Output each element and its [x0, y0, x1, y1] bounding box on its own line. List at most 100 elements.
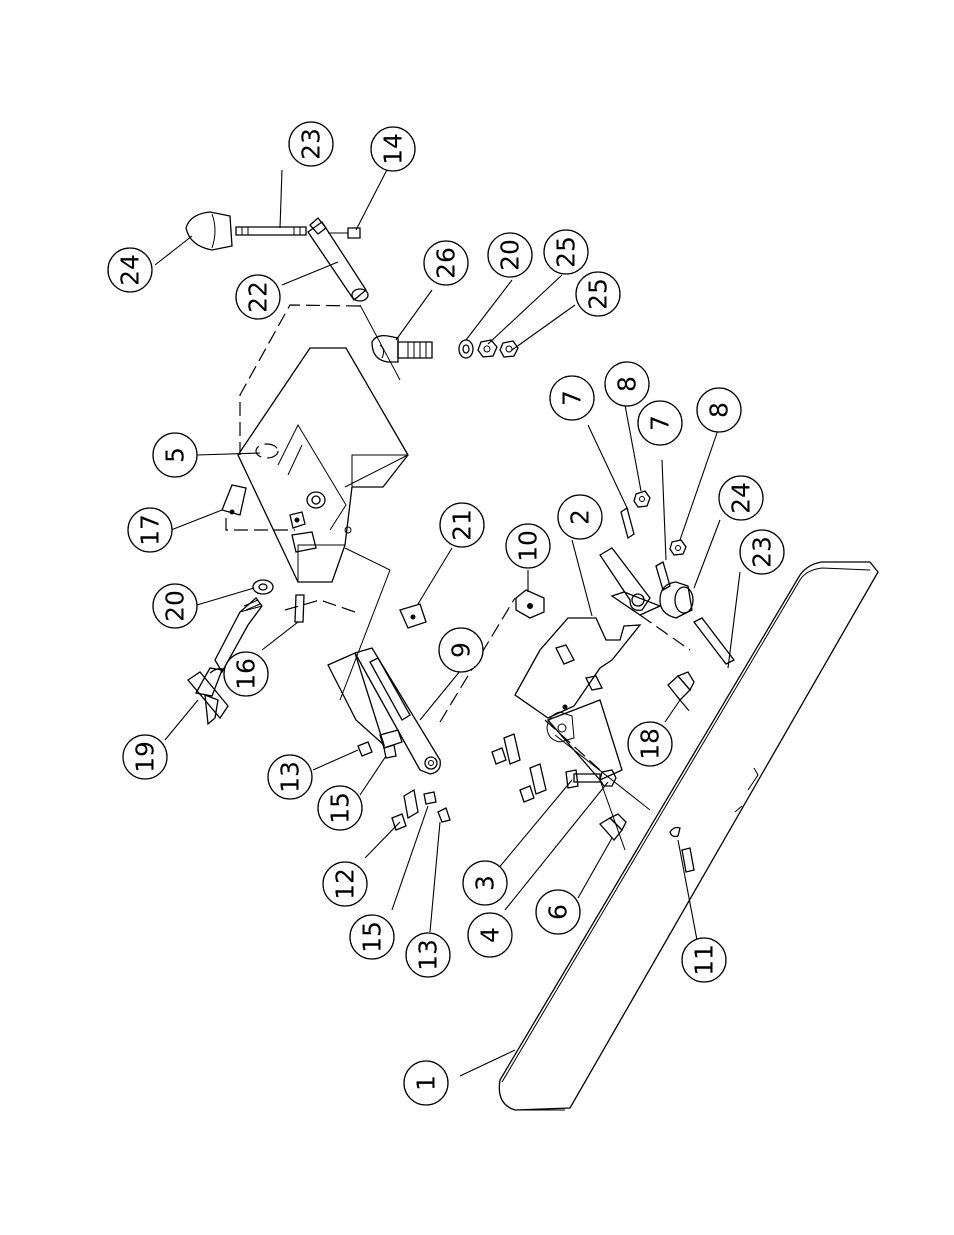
callout-25-b: 25	[575, 271, 621, 317]
callout-13-b-label: 13	[414, 939, 443, 971]
callout-16: 16	[223, 651, 269, 697]
callout-16-label: 16	[232, 658, 261, 690]
callout-20-a-label: 20	[161, 590, 190, 622]
callout-8-a-label: 8	[613, 376, 642, 392]
callout-20-b: 20	[487, 232, 533, 278]
callout-24-a-label: 24	[116, 254, 145, 286]
callout-22: 22	[235, 274, 281, 320]
part-15-nut-a	[383, 744, 397, 759]
part-24-knob-top	[185, 211, 233, 251]
part-13-screw-a	[357, 741, 373, 757]
callout-5-label: 5	[161, 447, 190, 463]
callout-18-label: 18	[636, 728, 665, 760]
callout-10: 10	[505, 523, 551, 569]
callout-14-label: 14	[379, 133, 408, 165]
callout-23-a: 23	[288, 121, 334, 167]
part-16-pin	[294, 594, 305, 623]
part-5-housing	[237, 347, 409, 583]
part-23-rod-bottom	[693, 617, 735, 665]
part-8-nut-a	[633, 490, 651, 508]
callout-2-label: 2	[566, 509, 595, 525]
part-7-set-screw-a	[620, 506, 635, 540]
callout-4-label: 4	[476, 927, 505, 943]
callout-25-b-label: 25	[584, 278, 613, 310]
callout-11-label: 11	[690, 944, 719, 976]
callout-9: 9	[438, 627, 484, 673]
callout-8-b: 8	[696, 387, 742, 433]
callout-24-b: 24	[718, 475, 764, 521]
callout-5: 5	[152, 432, 198, 478]
part-6-fitting	[598, 813, 627, 842]
callout-15-a-label: 15	[326, 792, 355, 824]
assembly-guide-lines	[339, 304, 651, 851]
callout-7-a: 7	[549, 375, 595, 421]
part-7-set-screw-b	[655, 561, 671, 591]
part-2-bracket	[514, 547, 662, 781]
callout-8-a: 8	[604, 361, 650, 407]
callout-23-a-label: 23	[297, 128, 326, 160]
callout-24-b-label: 24	[727, 482, 756, 514]
part-23-rod-top	[235, 226, 307, 236]
part-screws-left-group	[491, 733, 547, 803]
callout-15-b: 15	[349, 914, 395, 960]
part-18-fitting	[667, 671, 695, 701]
callout-12-label: 12	[331, 868, 360, 900]
callout-15-a: 15	[317, 785, 363, 831]
callout-26-label: 26	[432, 247, 461, 279]
part-11-screw	[669, 826, 695, 873]
callout-17: 17	[127, 507, 173, 553]
callout-13-b: 13	[405, 932, 451, 978]
callout-22-label: 22	[244, 281, 273, 313]
callout-17-label: 17	[136, 514, 165, 546]
part-25-nut-b	[499, 340, 519, 358]
callout-25-a: 25	[543, 229, 589, 275]
callout-23-b-label: 23	[748, 536, 777, 568]
callout-20-a: 20	[152, 583, 198, 629]
callout-1-label: 1	[412, 1075, 441, 1091]
part-1-base-bar	[498, 561, 879, 1111]
callout-18: 18	[627, 721, 673, 767]
callout-9-label: 9	[447, 642, 476, 658]
callout-11: 11	[681, 937, 727, 983]
callout-21: 21	[439, 502, 485, 548]
part-21-block	[399, 603, 427, 629]
callout-19-label: 19	[131, 741, 160, 773]
callout-14: 14	[370, 126, 416, 172]
callout-15-b-label: 15	[358, 921, 387, 953]
callout-12: 12	[322, 861, 368, 907]
callout-3-label: 3	[471, 875, 500, 891]
callout-8-b-label: 8	[705, 402, 734, 418]
callout-10-label: 10	[514, 530, 543, 562]
callout-19: 19	[122, 734, 168, 780]
part-25-nut-a	[477, 339, 498, 358]
callout-7-b: 7	[637, 400, 683, 446]
callout-13-a-label: 13	[276, 761, 305, 793]
part-9-slotted-arm	[327, 647, 441, 775]
callout-2: 2	[557, 494, 603, 540]
part-8-nut-b	[669, 539, 687, 556]
callout-3: 3	[462, 860, 508, 906]
callout-13-a: 13	[267, 754, 313, 800]
callout-20-b-label: 20	[496, 239, 525, 271]
callout-6: 6	[535, 889, 581, 935]
part-14-screw	[328, 227, 361, 239]
callout-6-label: 6	[544, 904, 573, 920]
part-12-bolt	[391, 788, 419, 831]
part-22-shaft	[307, 217, 369, 302]
callout-7-a-label: 7	[558, 390, 587, 406]
callout-24-a: 24	[107, 247, 153, 293]
part-13-screw-b	[437, 807, 451, 823]
callout-26: 26	[423, 240, 469, 286]
part-17-block	[221, 484, 295, 531]
callout-4: 4	[467, 912, 513, 958]
part-24-knob-bottom	[659, 581, 694, 619]
callout-23-b: 23	[739, 529, 785, 575]
part-26-bolt	[371, 334, 433, 363]
part-15-nut-b	[423, 791, 437, 805]
callout-7-b-label: 7	[646, 415, 675, 431]
part-20-washer-top	[458, 339, 474, 359]
callout-25-a-label: 25	[552, 236, 581, 268]
callout-1: 1	[403, 1060, 449, 1106]
part-10-block	[515, 589, 545, 619]
